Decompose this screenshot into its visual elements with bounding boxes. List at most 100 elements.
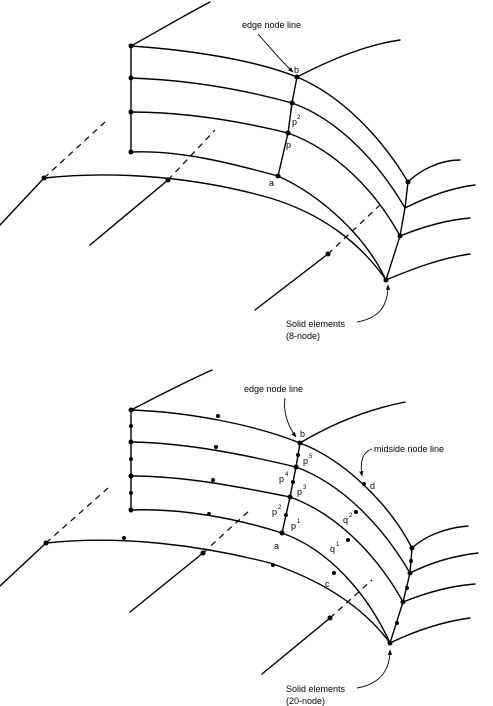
bottom-node-b bbox=[297, 440, 303, 446]
bottom-midside-node-line-label: midside node line bbox=[374, 444, 444, 454]
bottom-line-1 bbox=[129, 552, 204, 613]
top-edge-node-line bbox=[277, 76, 298, 177]
bottom-edge-leader bbox=[284, 397, 297, 438]
top-arc-4 bbox=[130, 151, 387, 281]
bottom-node bbox=[400, 599, 406, 605]
bottom-node-c bbox=[332, 571, 336, 575]
bottom-solid-label-1: Solid elements bbox=[286, 684, 346, 694]
top-right-arc-1 bbox=[296, 39, 401, 78]
bottom-node bbox=[271, 563, 275, 567]
bottom-node bbox=[128, 439, 134, 445]
bottom-node bbox=[128, 407, 134, 413]
bottom-label-a: a bbox=[274, 541, 279, 551]
bottom-lower-arc-left bbox=[0, 542, 47, 587]
top-solid-label-1: Solid elements bbox=[286, 319, 346, 329]
bottom-arc-outer bbox=[130, 369, 213, 411]
bottom-label-p1-sup: 1 bbox=[297, 519, 301, 525]
bottom-edge-node-line-label: edge node line bbox=[244, 384, 303, 394]
bottom-dash-3 bbox=[329, 579, 373, 619]
top-node bbox=[405, 179, 411, 185]
bottom-node bbox=[395, 621, 399, 625]
bottom-node-p5 bbox=[296, 453, 300, 457]
top-solid-label-2: (8-node) bbox=[286, 331, 320, 341]
bottom-label-p5-base: p bbox=[303, 456, 308, 466]
bottom-label-p1-base: p bbox=[291, 521, 296, 531]
bottom-right-arc-3 bbox=[409, 552, 479, 574]
bottom-label-q2-sup: 2 bbox=[349, 513, 353, 519]
top-line-2 bbox=[254, 253, 329, 311]
bottom-right-arc-2 bbox=[411, 525, 469, 549]
top-label-b: b bbox=[294, 65, 299, 75]
bottom-lower-arc bbox=[45, 539, 391, 644]
top-node bbox=[325, 251, 331, 257]
top-node bbox=[165, 177, 171, 183]
bottom-arc-1 bbox=[130, 409, 413, 549]
bottom-right-arc-4 bbox=[402, 583, 476, 603]
top-node bbox=[41, 175, 47, 181]
bottom-arc-4 bbox=[130, 509, 391, 644]
top-label-p: p bbox=[286, 140, 291, 150]
bottom-node bbox=[128, 473, 134, 479]
bottom-label-p4-sup: 4 bbox=[285, 472, 289, 478]
bottom-node bbox=[43, 540, 49, 546]
bottom-node bbox=[207, 512, 211, 516]
bottom-midside-leader bbox=[359, 448, 373, 477]
bottom-label-b: b bbox=[300, 429, 305, 439]
bottom-node-a bbox=[279, 530, 285, 536]
bottom-node-q1 bbox=[346, 538, 350, 542]
bottom-label-c: c bbox=[325, 579, 330, 589]
top-dash-1 bbox=[43, 121, 106, 179]
top-dash-3 bbox=[327, 204, 381, 255]
top-node bbox=[128, 75, 134, 81]
bottom-label-p3-base: p bbox=[297, 487, 302, 497]
top-lower-arc-left bbox=[0, 177, 45, 226]
bottom-node bbox=[129, 491, 133, 495]
top-label-a: a bbox=[269, 178, 274, 188]
bottom-node-d bbox=[362, 482, 366, 486]
top-arc-outer bbox=[130, 1, 211, 47]
top-right-arc-2 bbox=[407, 159, 461, 183]
bottom-right-arc-1 bbox=[299, 401, 406, 444]
top-node bbox=[397, 233, 403, 239]
bottom-panel-20-node: edge node line midside node line b d p 5… bbox=[0, 369, 479, 706]
top-label-p2-base: p bbox=[292, 117, 297, 127]
bottom-node bbox=[214, 445, 218, 449]
bottom-arc-3 bbox=[130, 475, 404, 603]
top-right-arc-3 bbox=[404, 184, 476, 209]
top-dash-2 bbox=[167, 129, 216, 181]
bottom-label-p2-base: p bbox=[272, 507, 277, 517]
top-node-p2 bbox=[289, 100, 295, 106]
top-node bbox=[128, 43, 134, 49]
bottom-node bbox=[200, 550, 206, 556]
bottom-node bbox=[128, 507, 134, 513]
top-line-1 bbox=[89, 179, 169, 246]
top-right-arc-5 bbox=[385, 253, 471, 281]
top-arc-2 bbox=[130, 77, 406, 209]
bottom-label-q1-base: q bbox=[330, 544, 335, 554]
bottom-node-p2 bbox=[287, 494, 293, 500]
top-right-edge bbox=[385, 181, 409, 281]
bottom-node bbox=[129, 457, 133, 461]
bottom-node bbox=[409, 545, 415, 551]
top-node bbox=[383, 277, 389, 283]
bottom-label-p4-base: p bbox=[279, 474, 284, 484]
bottom-right-edge bbox=[389, 547, 413, 644]
bottom-node bbox=[211, 478, 215, 482]
bottom-node bbox=[405, 586, 409, 590]
bottom-node bbox=[216, 414, 220, 418]
top-lower-arc bbox=[43, 174, 387, 281]
bottom-dash-1 bbox=[45, 487, 109, 544]
top-node bbox=[128, 109, 134, 115]
top-edge-leader bbox=[257, 33, 294, 73]
top-node bbox=[128, 149, 134, 155]
bottom-node-q2 bbox=[354, 510, 358, 514]
bottom-right-arc-5 bbox=[389, 617, 471, 644]
top-right-arc-4 bbox=[399, 217, 471, 237]
bottom-dash-2 bbox=[202, 509, 251, 554]
bottom-label-q1-sup: 1 bbox=[336, 542, 340, 548]
top-label-p2-sup: 2 bbox=[297, 115, 301, 121]
bottom-node bbox=[122, 536, 126, 540]
bottom-node-p4 bbox=[293, 464, 299, 470]
bottom-solid-label-2: (20-node) bbox=[286, 696, 325, 706]
